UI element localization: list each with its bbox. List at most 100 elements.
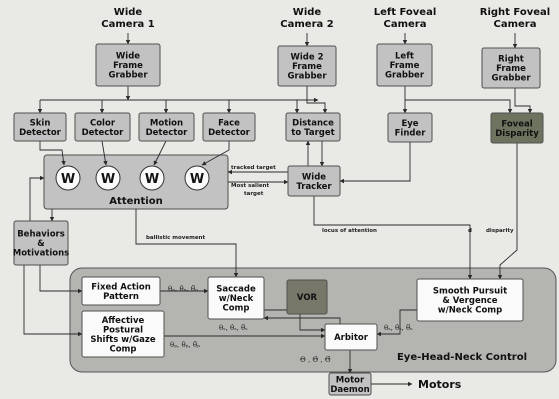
wide-frame-grabber-label-line-0: Wide: [116, 52, 140, 62]
right-frame-grabber-label-line-0: Right: [498, 55, 524, 65]
fixed-action-pattern-label-line-0: Fixed Action: [91, 282, 151, 292]
color-detector-label-line-0: Color: [90, 118, 116, 128]
smooth-pursuit-vergence-label-line-1: & Vergence: [442, 296, 497, 306]
arbitor-node: Arbitor: [324, 323, 378, 351]
affective-postural-shifts-box: [81, 310, 165, 358]
edge-label-ballistic-movement: ballistic movement: [146, 235, 205, 241]
arbitor-box: [324, 323, 378, 351]
edge-24: [313, 196, 473, 280]
edge-14: [514, 88, 533, 114]
edge-16: [101, 140, 108, 166]
vor-label-line-0: VOR: [297, 293, 318, 303]
weight-circle-2: [139, 165, 165, 191]
attention-label: Attention: [109, 196, 162, 207]
wide2-frame-grabber-label-line-0: Wide 2: [290, 53, 323, 63]
weight-label-2: W: [145, 172, 159, 187]
edge-33: [264, 309, 326, 333]
saccade-neck-comp-label-line-0: Saccade: [216, 285, 256, 295]
symbol-smooth: θₛ, θ̇ₛ, θ̈ₛ: [384, 324, 413, 332]
eye-finder-box: [387, 112, 433, 143]
edges: [23, 33, 533, 387]
affective-postural-shifts-label-line-1: Postural: [103, 325, 143, 335]
edge-18: [201, 141, 230, 166]
wide-frame-grabber-label-line-2: Grabber: [108, 71, 148, 81]
camera-label-cam3-line-1: Camera: [384, 19, 427, 30]
edge-13: [405, 99, 513, 114]
edge-26: [135, 209, 239, 278]
weight-circle-1: [95, 165, 121, 191]
right-frame-grabber-label-line-1: Frame: [496, 64, 526, 74]
vor-node: VOR: [286, 279, 328, 315]
edge-15: [39, 141, 66, 166]
edge-label-locus-of-attention: locus of attention: [322, 228, 377, 234]
skin-detector-label-line-1: Detector: [19, 128, 62, 138]
motion-detector-box: [138, 112, 195, 142]
affective-postural-shifts-label-line-0: Affective: [102, 316, 145, 326]
wide-frame-grabber-label-line-1: Frame: [113, 61, 143, 71]
weight-label-1: W: [101, 172, 115, 187]
affective-postural-shifts-label-line-2: Shifts w/Gaze: [90, 335, 155, 345]
distance-to-target-box: [285, 112, 341, 142]
skin-detector-box: [13, 112, 67, 142]
skin-detector-label-line-0: Skin: [30, 118, 51, 128]
eye-finder-label-line-0: Eye: [401, 119, 418, 129]
edge-17: [153, 140, 167, 166]
face-detector-box: [202, 112, 256, 142]
edge-35: [263, 315, 341, 324]
edge-34: [376, 309, 417, 337]
edge-27: [29, 175, 45, 221]
behaviors-motivations-label-line-2: Motivations: [13, 249, 69, 259]
color-detector-label-line-1: Detector: [82, 128, 125, 138]
left-frame-grabber-label-line-0: Left: [395, 52, 414, 62]
camera-label-cam4-line-0: Right Foveal: [480, 7, 550, 18]
weight-label-3: W: [190, 172, 204, 187]
eye-head-neck-control-label: Eye-Head-Neck Control: [397, 352, 527, 363]
vor-box: [286, 279, 328, 315]
camera-label-cam1-line-1: Camera 1: [101, 19, 154, 30]
distance-to-target-label-line-1: to Target: [291, 128, 334, 138]
wide2-frame-grabber-box: [277, 45, 337, 87]
face-detector-label-line-1: Detector: [208, 128, 251, 138]
camera-label-cam3-line-0: Left Foveal: [374, 7, 437, 18]
saccade-neck-comp-box: [207, 276, 265, 320]
left-frame-grabber-label-line-2: Grabber: [385, 71, 425, 81]
foveal-disparity-label-line-1: Disparity: [495, 129, 539, 139]
motor-daemon-label-line-1: Daemon: [330, 385, 369, 395]
edge-23: [339, 142, 411, 184]
wide-tracker-label-line-1: Tracker: [296, 182, 332, 192]
smooth-pursuit-vergence-label-line-0: Smooth Pursuit: [433, 287, 507, 297]
motion-detector-label-line-0: Motion: [150, 118, 183, 128]
foveal-disparity-label-line-0: Foveal: [501, 119, 532, 129]
edge-label-disparity: disparity: [486, 228, 514, 234]
saccade-neck-comp-label-line-1: w/Neck: [219, 294, 254, 304]
edge-label-tracked-target: tracked target: [231, 165, 276, 171]
weight-circle-0: [55, 165, 81, 191]
wide-frame-grabber-box: [95, 43, 161, 87]
behaviors-motivations-box: [13, 220, 69, 266]
face-detector-label-line-0: Face: [218, 118, 240, 128]
wide-tracker-label-line-0: Wide: [302, 172, 326, 182]
edge-29: [39, 265, 83, 294]
weight-circle-3: [184, 165, 210, 191]
edge-30: [23, 265, 83, 337]
fixed-action-pattern-box: [81, 276, 161, 306]
arbitor-label-line-0: Arbitor: [334, 333, 369, 343]
edge-label-most-salient-2: target: [244, 191, 264, 197]
camera-label-cam1-line-0: Wide: [114, 7, 143, 18]
edge-11: [306, 86, 328, 114]
edge-label-most-salient-1: Most salient: [231, 183, 269, 189]
right-frame-grabber-box: [481, 47, 541, 89]
